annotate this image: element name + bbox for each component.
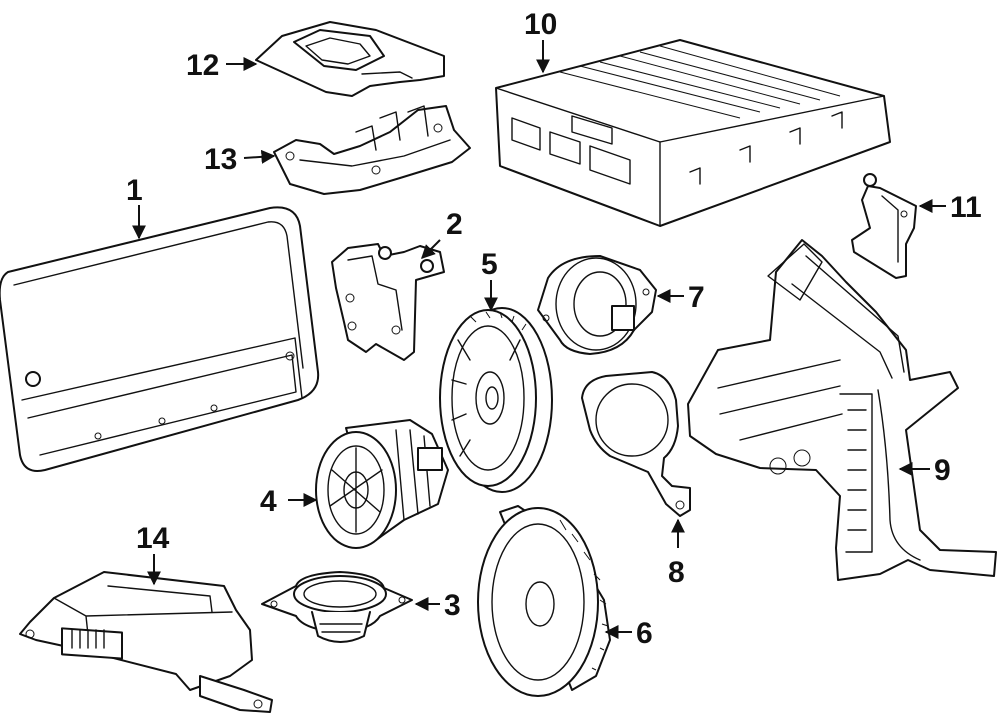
- part-6-woofer: [477, 505, 611, 697]
- part-5-large-speaker: [439, 307, 553, 493]
- callout-11: 11: [950, 191, 982, 224]
- callout-7: 7: [688, 281, 705, 314]
- part-8-speaker-bracket: [581, 371, 691, 517]
- part-9-housing: [687, 239, 997, 581]
- part-12-top-cover: [255, 21, 445, 97]
- callout-13: 13: [204, 143, 237, 176]
- callout-labels: 1 2 3 4 5 6 7 8 9 10 11 12 13 14: [126, 8, 982, 650]
- leader-lines: [132, 40, 946, 639]
- callout-4: 4: [260, 485, 277, 518]
- part-2-bracket: [331, 243, 445, 361]
- part-7-midrange-speaker: [537, 255, 657, 355]
- part-4-small-speaker: [315, 419, 449, 549]
- callout-2: 2: [446, 208, 463, 241]
- callout-14: 14: [136, 522, 170, 555]
- callout-10: 10: [524, 8, 557, 41]
- callout-6: 6: [636, 617, 653, 650]
- callout-1: 1: [126, 174, 143, 207]
- part-10-amplifier: [495, 39, 891, 227]
- part-11-small-bracket: [851, 173, 917, 279]
- part-13-mounting-bracket: [273, 105, 471, 195]
- callout-9: 9: [934, 454, 951, 487]
- callout-8: 8: [668, 556, 685, 589]
- callout-3: 3: [444, 589, 461, 622]
- part-3-tweeter: [261, 571, 413, 643]
- callout-12: 12: [186, 49, 219, 82]
- part-1-display-panel: [0, 206, 320, 472]
- callout-5: 5: [481, 248, 498, 281]
- part-14-control-module: [19, 571, 273, 713]
